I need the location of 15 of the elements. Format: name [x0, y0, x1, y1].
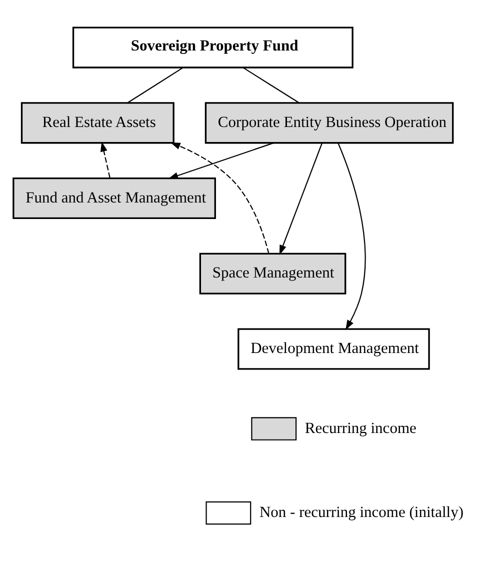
node-box: Fund and Asset Management — [12, 178, 216, 220]
legend-label: Recurring income — [304, 420, 416, 437]
node-box: Development Management — [237, 328, 430, 370]
arrow — [170, 142, 269, 254]
connector — [242, 67, 299, 104]
arrow — [337, 142, 366, 330]
arrow — [168, 142, 274, 179]
node-box: Sovereign Property Fund — [72, 26, 353, 68]
node-box: Real Estate Assets — [20, 102, 174, 144]
node-box: Corporate Entity Business Operation — [204, 102, 454, 144]
legend-label: Non - recurring income (initally) — [258, 504, 463, 522]
connector — [126, 67, 183, 104]
arrow — [278, 142, 322, 256]
arrow — [100, 142, 110, 178]
node-box: Space Management — [198, 252, 346, 294]
